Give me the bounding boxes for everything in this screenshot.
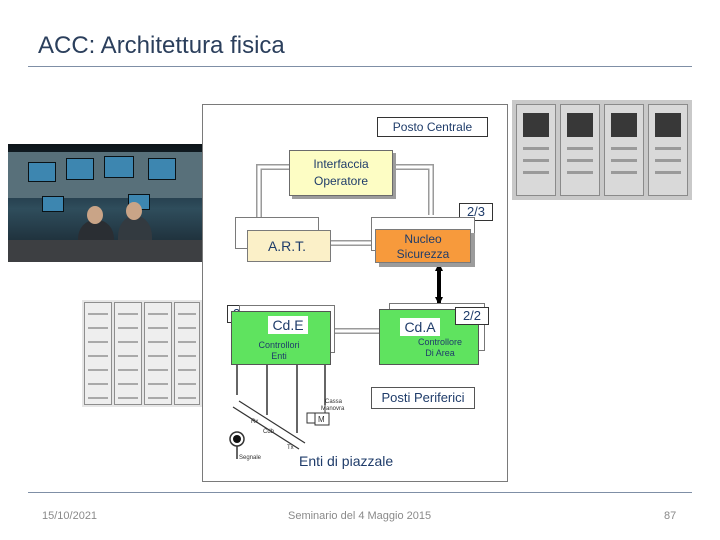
operator-1-head [87,206,103,224]
enti-piazzale-label: Enti di piazzale [299,453,394,469]
cdb-label: Cdb [263,429,275,435]
redundancy-badge-top: 2/3 [459,203,493,221]
cassa-line1: Cassa [325,399,343,405]
control-room-photo [8,144,203,262]
cda-sub-line1: Controllore [417,337,463,347]
monitor-1 [28,162,56,182]
rx-label: Rx [251,419,259,425]
slide-title: ACC: Architettura fisica [38,32,285,59]
cabinet-4 [648,104,688,196]
cassa-line2: Manovra [321,406,345,412]
monitor-5 [42,196,64,212]
nucleo-sicurezza-box: Nucleo Sicurezza [375,229,471,263]
art-box: A.R.T. [247,230,331,262]
equipment-cabinets-photo [512,100,692,200]
motor-symbol: M [318,415,325,424]
footer-date: 15/10/2021 [42,510,98,522]
cde-box: Cd.E Controllori Enti [231,311,331,365]
footer-seminar: Seminario del 4 Maggio 2015 [288,510,432,522]
cabinet-2 [560,104,600,196]
interfaccia-line2: Operatore [313,174,369,188]
rack-3 [144,302,172,405]
cde-sub-line2: Enti [271,351,287,361]
interfaccia-operatore-box: Interfaccia Operatore [289,150,393,196]
cda-label: Cd.A [400,318,440,336]
cde-sub-line1: Controllori [258,340,300,350]
monitor-2 [66,158,94,180]
cabinet-1 [516,104,556,196]
rack-4 [174,302,200,405]
segnale-label: Segnale [239,455,262,461]
connection-arrows [229,164,443,459]
monitor-4 [148,158,176,180]
nucleo-line1: Nucleo [404,232,442,246]
rack-2 [114,302,142,405]
relay-racks-photo [82,300,202,407]
redundancy-badge-right: 2/2 [455,307,489,325]
footer-divider [28,492,692,493]
page-number: 87 [664,510,677,522]
title-divider [28,66,692,67]
tx-label: Tx [287,445,294,451]
posti-periferici-box: Posti Periferici [371,387,475,409]
art-label: A.R.T. [267,238,307,254]
desk [8,240,203,262]
architecture-diagram: Posto Centrale Interfaccia Operatore 2/3… [202,104,508,482]
cda-sub-line2: Di Area [425,348,455,358]
nucleo-line2: Sicurezza [396,247,450,261]
monitor-3 [104,156,134,178]
rack-1 [84,302,112,405]
cde-label: Cd.E [268,316,308,334]
posto-centrale-label: Posto Centrale [377,117,488,137]
interfaccia-line1: Interfaccia [313,157,369,171]
operator-2-head [126,202,142,220]
cabinet-3 [604,104,644,196]
